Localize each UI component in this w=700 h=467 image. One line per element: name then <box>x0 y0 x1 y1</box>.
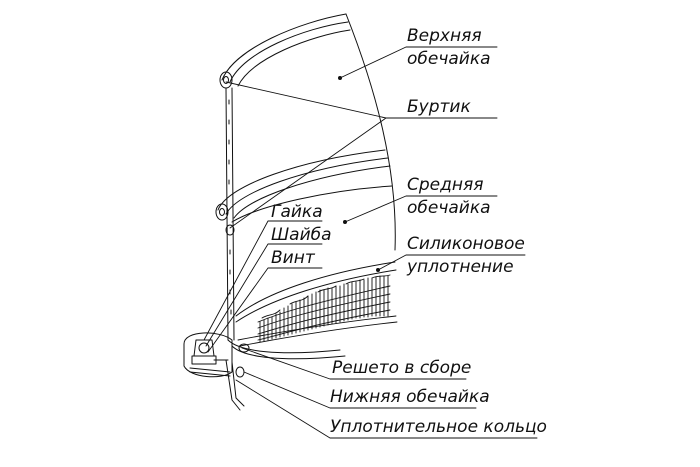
lower-shell-shape <box>183 332 346 411</box>
middle-shell-label-line2: обечайка <box>407 198 491 218</box>
sieve-assembly-label: Решето в сборе <box>332 358 472 378</box>
nut-label: Гайка <box>271 202 323 222</box>
middle-shell-label-line1: Средняя <box>407 175 484 195</box>
silicone-seal-label-line1: Силиконовое <box>407 234 525 254</box>
leader-lines <box>203 46 538 439</box>
washer-label: Шайба <box>271 225 332 245</box>
upper-shell-label-line1: Верхняя <box>407 26 482 46</box>
bead-label: Буртик <box>407 97 471 117</box>
shell-wall <box>225 87 235 341</box>
sieve-mesh <box>237 274 398 347</box>
screw-label: Винт <box>271 248 315 268</box>
lower-shell-label: Нижняя обечайка <box>330 387 490 407</box>
seal-ring-label: Уплотнительное кольцо <box>330 417 547 437</box>
silicone-seal-label-line2: уплотнение <box>407 257 514 277</box>
middle-shell-shape <box>215 149 393 236</box>
upper-shell-label-line2: обечайка <box>407 49 491 69</box>
